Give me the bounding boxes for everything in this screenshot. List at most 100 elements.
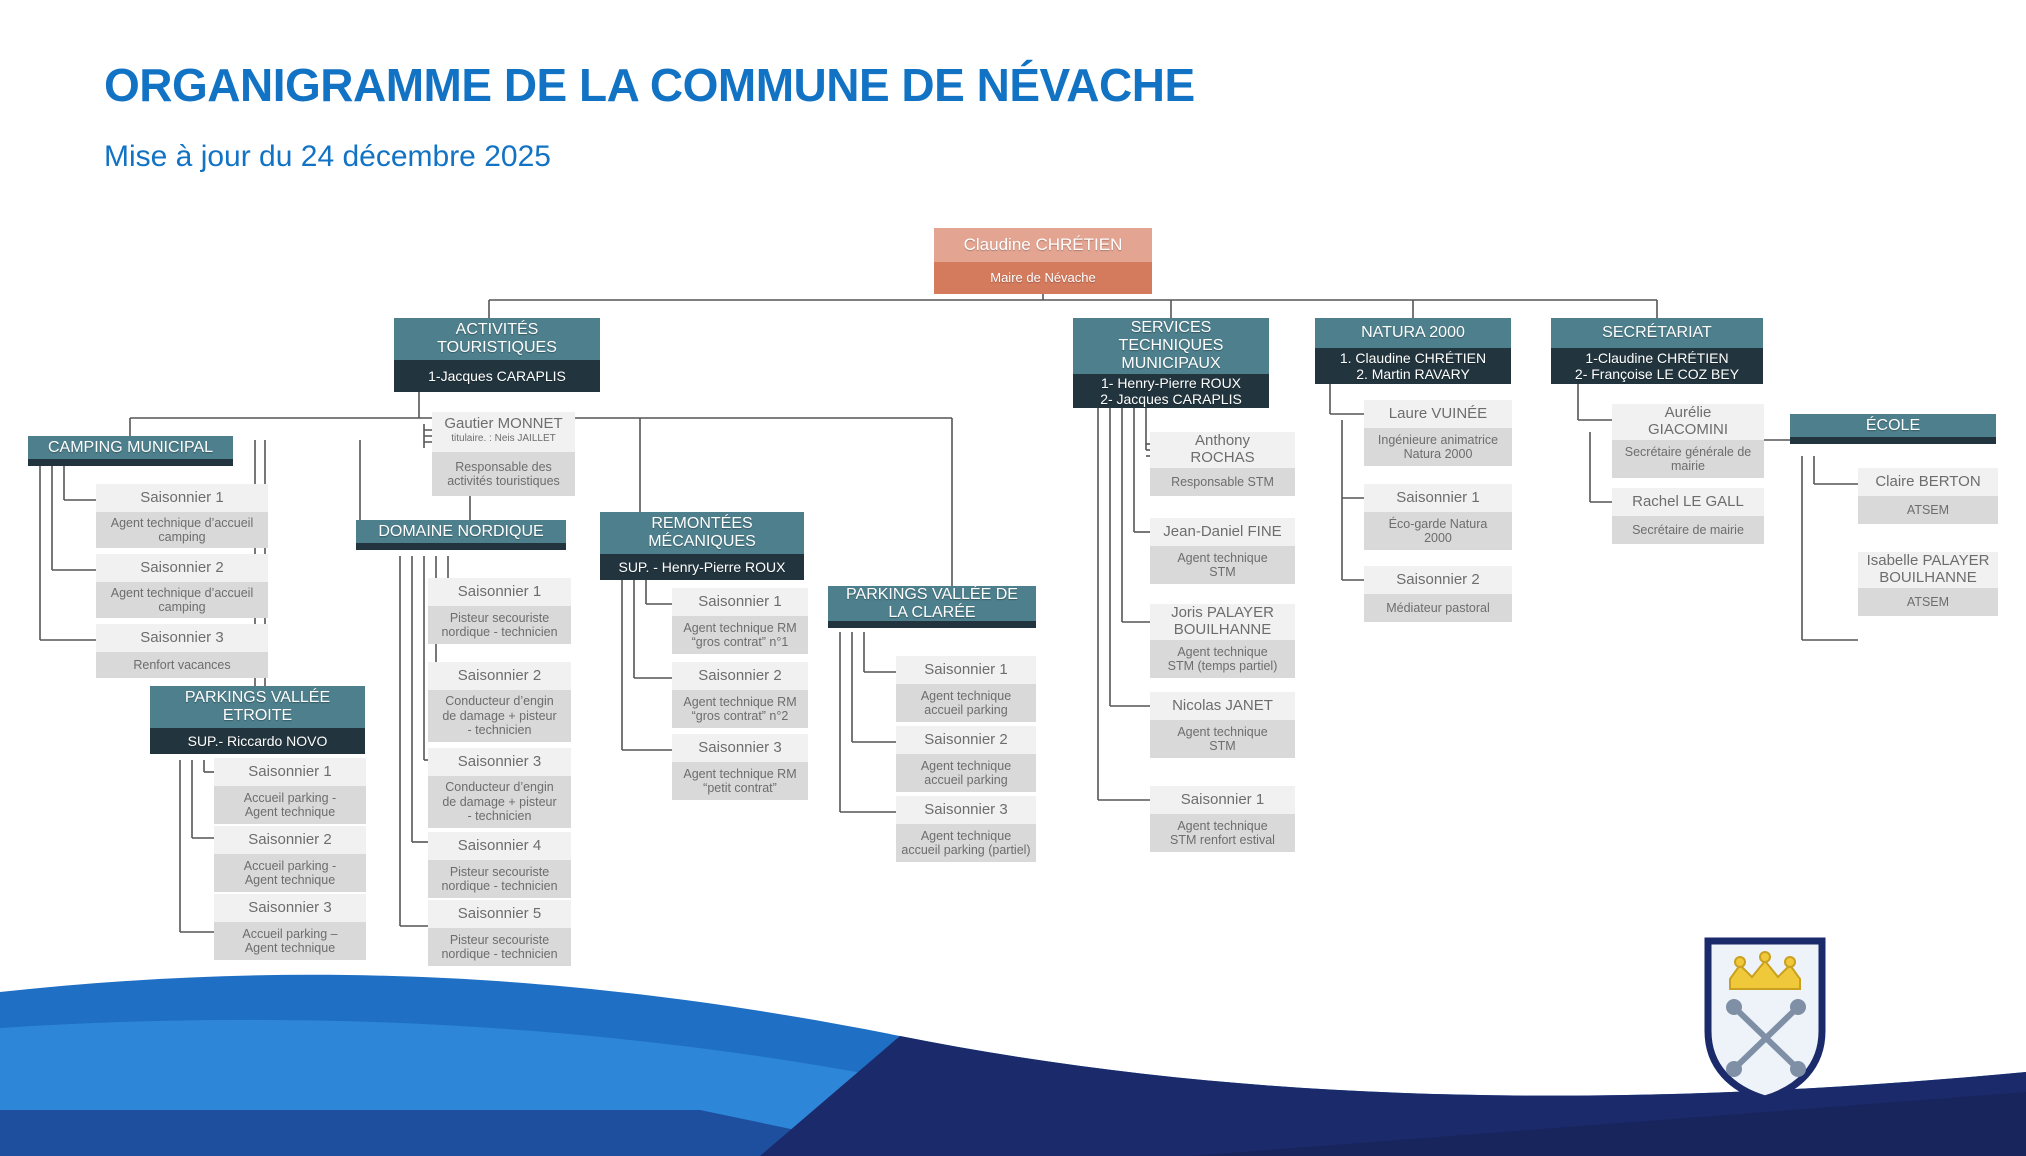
dept-title: SERVICES TECHNIQUES MUNICIPAUX	[1073, 318, 1269, 374]
node-person[interactable]: Saisonnier 3 Agent technique accueil par…	[896, 796, 1036, 862]
dept-title: REMONTÉES MÉCANIQUES	[600, 512, 804, 554]
person-name: Saisonnier 1	[96, 484, 268, 512]
node-person[interactable]: Saisonnier 2 Conducteur d’engin de damag…	[428, 662, 571, 742]
person-role: Agent technique accueil parking (partiel…	[896, 824, 1036, 862]
node-person[interactable]: Saisonnier 3 Conducteur d’engin de damag…	[428, 748, 571, 828]
person-role: Agent technique RM “petit contrat”	[672, 762, 808, 800]
person-role: ATSEM	[1858, 588, 1998, 616]
node-person[interactable]: Saisonnier 3 Accueil parking – Agent tec…	[214, 894, 366, 960]
person-role: Responsable des activités touristiques	[432, 452, 575, 496]
node-natura-2000[interactable]: NATURA 2000 1. Claudine CHRÉTIEN 2. Mart…	[1315, 318, 1511, 384]
node-person[interactable]: Saisonnier 1 Agent technique d’accueil c…	[96, 484, 268, 548]
node-person[interactable]: Saisonnier 1 Pisteur secouriste nordique…	[428, 578, 571, 644]
person-role: Conducteur d’engin de damage + pisteur -…	[428, 690, 571, 742]
node-person[interactable]: Saisonnier 2 Accueil parking - Agent tec…	[214, 826, 366, 892]
dept-title: NATURA 2000	[1315, 318, 1511, 348]
mayor-name: Claudine CHRÉTIEN	[934, 228, 1152, 262]
node-person[interactable]: Isabelle PALAYER BOUILHANNE ATSEM	[1858, 552, 1998, 616]
node-person[interactable]: Saisonnier 2 Agent technique RM “gros co…	[672, 662, 808, 728]
node-person[interactable]: Rachel LE GALL Secrétaire de mairie	[1612, 488, 1764, 544]
person-name: Aurélie GIACOMINI	[1612, 404, 1764, 440]
person-name: Saisonnier 1	[896, 656, 1036, 684]
node-person[interactable]: Jean-Daniel FINE Agent technique STM	[1150, 518, 1295, 584]
node-person[interactable]: Saisonnier 2 Agent technique d’accueil c…	[96, 554, 268, 618]
node-person[interactable]: Joris PALAYER BOUILHANNE Agent technique…	[1150, 604, 1295, 678]
person-name: Saisonnier 1	[214, 758, 366, 786]
person-name: Saisonnier 3	[672, 734, 808, 762]
person-name: Saisonnier 2	[428, 662, 571, 690]
node-person[interactable]: Saisonnier 3 Agent technique RM “petit c…	[672, 734, 808, 800]
node-services-techniques-municipaux[interactable]: SERVICES TECHNIQUES MUNICIPAUX 1- Henry-…	[1073, 318, 1269, 408]
person-role: Agent technique accueil parking	[896, 684, 1036, 722]
node-person[interactable]: Saisonnier 4 Pisteur secouriste nordique…	[428, 832, 571, 898]
person-role: Accueil parking - Agent technique	[214, 854, 366, 892]
person-name: Gautier MONNET	[444, 415, 563, 432]
node-person[interactable]: Anthony ROCHAS Responsable STM	[1150, 432, 1295, 496]
commune-crest-icon	[1700, 935, 1830, 1105]
person-role: Pisteur secouriste nordique - technicien	[428, 860, 571, 898]
person-name-block: Gautier MONNET titulaire. : Neis JAILLET	[432, 412, 575, 452]
person-role: Agent technique d’accueil camping	[96, 582, 268, 618]
person-name: Jean-Daniel FINE	[1150, 518, 1295, 546]
person-role: Accueil parking - Agent technique	[214, 786, 366, 824]
dept-members: 1- Henry-Pierre ROUX 2- Jacques CARAPLIS	[1073, 374, 1269, 408]
person-role: Accueil parking – Agent technique	[214, 922, 366, 960]
node-camping-municipal[interactable]: CAMPING MUNICIPAL	[28, 436, 233, 466]
node-parkings-vallee-etroite[interactable]: PARKINGS VALLÉE ETROITE SUP.- Riccardo N…	[150, 686, 365, 754]
dept-members: 1-Jacques CARAPLIS	[394, 360, 600, 392]
node-mayor[interactable]: Claudine CHRÉTIEN Maire de Névache	[934, 228, 1152, 294]
node-person[interactable]: Saisonnier 1 Accueil parking - Agent tec…	[214, 758, 366, 824]
node-person[interactable]: Saisonnier 5 Pisteur secouriste nordique…	[428, 900, 571, 966]
dept-title: PARKINGS VALLÉE ETROITE	[150, 686, 365, 728]
person-name: Saisonnier 1	[428, 578, 571, 606]
person-role: Agent technique accueil parking	[896, 754, 1036, 792]
node-gautier-monnet[interactable]: Gautier MONNET titulaire. : Neis JAILLET…	[432, 412, 575, 496]
dept-title: CAMPING MUNICIPAL	[28, 436, 233, 466]
dept-members: 1. Claudine CHRÉTIEN 2. Martin RAVARY	[1315, 348, 1511, 384]
node-domaine-nordique[interactable]: DOMAINE NORDIQUE	[356, 520, 566, 550]
node-person[interactable]: Saisonnier 1 Agent technique RM “gros co…	[672, 588, 808, 654]
person-role: Agent technique STM renfort estival	[1150, 814, 1295, 852]
person-name: Saisonnier 3	[896, 796, 1036, 824]
person-name: Saisonnier 2	[96, 554, 268, 582]
person-role: Renfort vacances	[96, 652, 268, 678]
node-person[interactable]: Saisonnier 2 Agent technique accueil par…	[896, 726, 1036, 792]
mayor-role: Maire de Névache	[934, 262, 1152, 294]
person-name: Saisonnier 5	[428, 900, 571, 928]
node-ecole[interactable]: ÉCOLE	[1790, 414, 1996, 444]
person-role: Ingénieure animatrice Natura 2000	[1364, 428, 1512, 466]
dept-title: ÉCOLE	[1790, 414, 1996, 444]
node-remontees-mecaniques[interactable]: REMONTÉES MÉCANIQUES SUP. - Henry-Pierre…	[600, 512, 804, 580]
person-role: Agent technique RM “gros contrat” n°1	[672, 616, 808, 654]
person-name: Joris PALAYER BOUILHANNE	[1150, 604, 1295, 640]
node-person[interactable]: Claire BERTON ATSEM	[1858, 468, 1998, 524]
person-role: Responsable STM	[1150, 468, 1295, 496]
node-person[interactable]: Aurélie GIACOMINI Secrétaire générale de…	[1612, 404, 1764, 478]
node-secretariat[interactable]: SECRÉTARIAT 1-Claudine CHRÉTIEN 2- Franç…	[1551, 318, 1763, 384]
dept-members: 1-Claudine CHRÉTIEN 2- Françoise LE COZ …	[1551, 348, 1763, 384]
person-role: Pisteur secouriste nordique - technicien	[428, 928, 571, 966]
person-role: ATSEM	[1858, 496, 1998, 524]
node-person[interactable]: Saisonnier 1 Éco-garde Natura 2000	[1364, 484, 1512, 550]
node-person[interactable]: Saisonnier 1 Agent technique STM renfort…	[1150, 786, 1295, 852]
dept-title: ACTIVITÉS TOURISTIQUES	[394, 318, 600, 360]
person-name: Saisonnier 3	[96, 624, 268, 652]
dept-title: SECRÉTARIAT	[1551, 318, 1763, 348]
node-person[interactable]: Saisonnier 1 Agent technique accueil par…	[896, 656, 1036, 722]
person-name: Anthony ROCHAS	[1150, 432, 1295, 468]
node-person[interactable]: Saisonnier 2 Médiateur pastoral	[1364, 566, 1512, 622]
person-role: Pisteur secouriste nordique - technicien	[428, 606, 571, 644]
person-name: Claire BERTON	[1858, 468, 1998, 496]
person-name: Saisonnier 2	[214, 826, 366, 854]
person-name: Saisonnier 2	[672, 662, 808, 690]
node-person[interactable]: Laure VUINÉE Ingénieure animatrice Natur…	[1364, 400, 1512, 466]
node-person[interactable]: Nicolas JANET Agent technique STM	[1150, 692, 1295, 758]
node-parkings-vallee-claree[interactable]: PARKINGS VALLÉE DE LA CLARÉE	[828, 586, 1036, 628]
person-name: Saisonnier 3	[428, 748, 571, 776]
node-person[interactable]: Saisonnier 3 Renfort vacances	[96, 624, 268, 678]
person-role: Agent technique STM (temps partiel)	[1150, 640, 1295, 678]
node-activites-touristiques[interactable]: ACTIVITÉS TOURISTIQUES 1-Jacques CARAPLI…	[394, 318, 600, 392]
person-name: Laure VUINÉE	[1364, 400, 1512, 428]
person-name: Saisonnier 1	[1150, 786, 1295, 814]
